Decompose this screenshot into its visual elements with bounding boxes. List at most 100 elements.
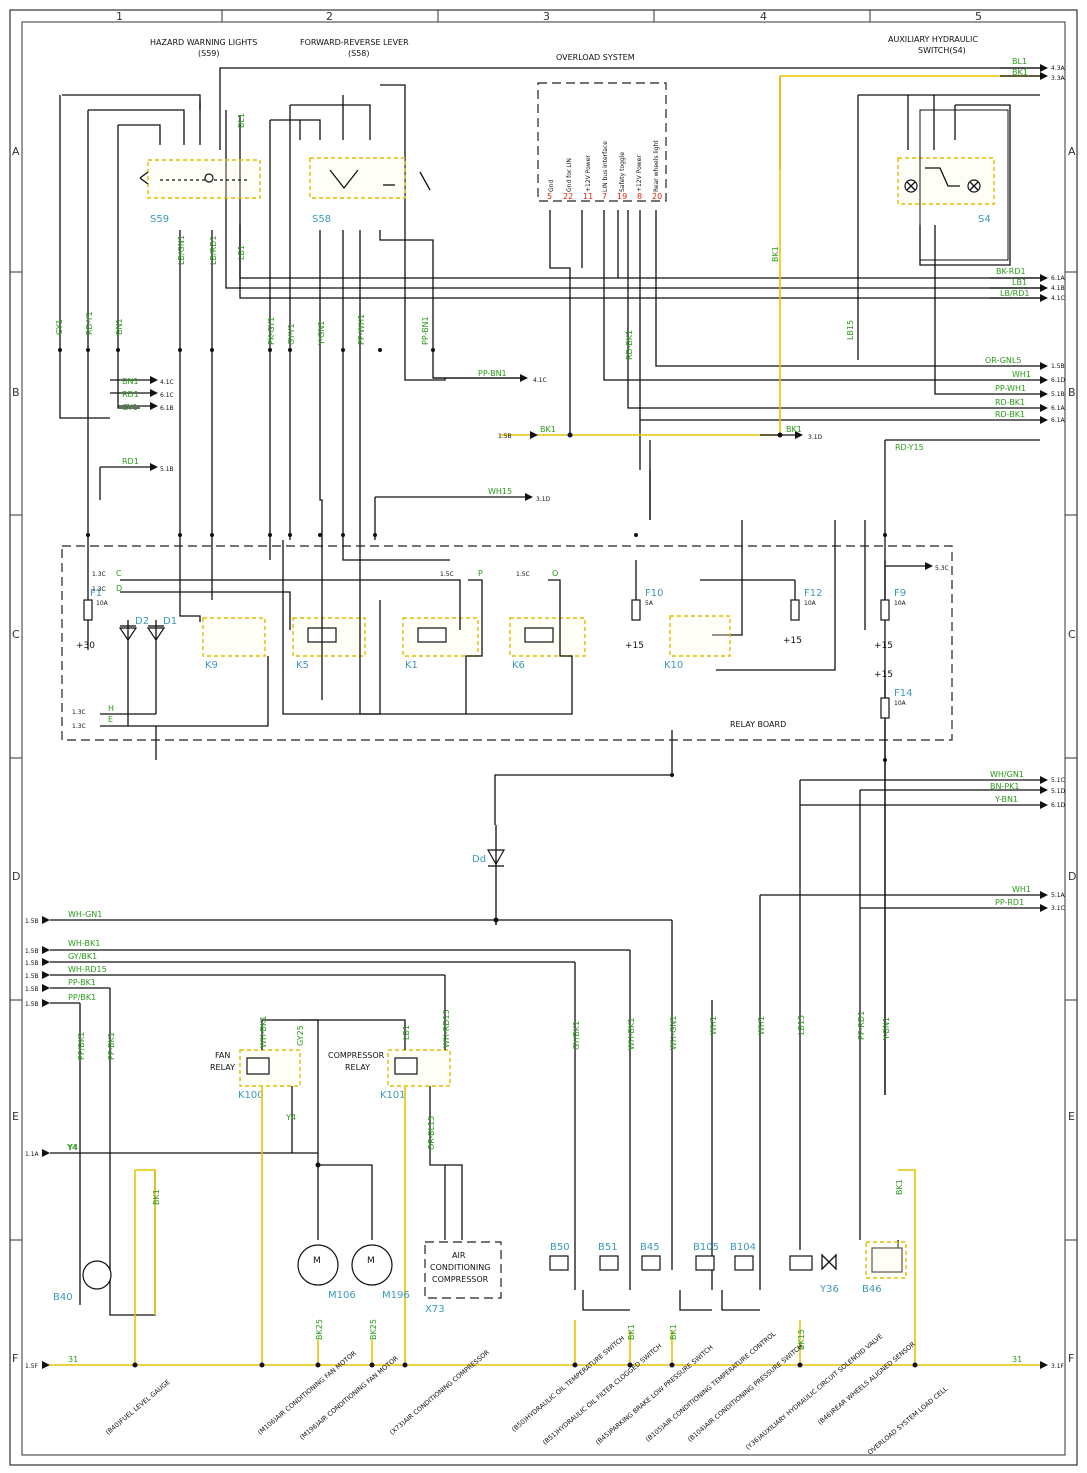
wire-wh-gn1: WH/GN1 <box>990 770 1024 779</box>
board-letter-d: D <box>116 584 122 593</box>
ref-b-5-1b: 5.1B <box>160 466 174 473</box>
grid-row-b: B <box>12 386 20 399</box>
grid-row-f: F <box>12 1352 18 1365</box>
supply-plus15-f10: +15 <box>625 641 644 651</box>
pin-num-4: 19 <box>617 192 627 201</box>
tag-lb1: LB1 <box>237 245 246 260</box>
diode-dd-label: Dd <box>472 854 486 865</box>
overload-box: Gnd Gnd for LIN +12V Power LIN bus inter… <box>537 82 667 202</box>
grid-col-5: 5 <box>975 10 982 23</box>
ref-b-pp-bn1: PP-BN1 <box>478 369 507 378</box>
motor-m196: M M196 <box>351 1244 410 1301</box>
supply-plus30: +30 <box>76 641 95 651</box>
diode-dd: Dd <box>472 825 506 925</box>
lower-wiring <box>79 780 899 1316</box>
tag-bk15: BK15 <box>797 1329 806 1350</box>
tag-bl1: BL1 <box>237 113 246 128</box>
wire-bn-pk1: BN-PK1 <box>990 782 1020 791</box>
left-wire-pp-bk1: PP-BK1 <box>68 978 96 987</box>
motor-m196-symbol: M <box>367 1256 375 1266</box>
ref-5-1b: 5.1B <box>1051 391 1065 398</box>
grid-row-b-right: B <box>1068 386 1076 399</box>
tag-y4: Y4 <box>285 1113 296 1122</box>
grid-col-1: 1 <box>116 10 123 23</box>
grid-labels: 1 2 3 4 5 A B C D E F A B C D E F <box>12 10 1076 1365</box>
ref-b-6-1b: 6.1B <box>160 405 174 412</box>
board-ref-0: 1.3C <box>92 571 106 578</box>
tag-bk1-top: BK1 <box>771 246 780 262</box>
fuse-f10 <box>631 599 641 621</box>
wire-bk1: BK1 <box>1012 68 1028 77</box>
tag-bk1-b46: BK1 <box>895 1179 904 1195</box>
relay-k10-label: K10 <box>664 660 683 671</box>
left-wire-pp-bk1-b: PP/BK1 <box>68 993 96 1002</box>
fuse-f10-label: F10 <box>645 588 663 599</box>
left-wire-gy-bk1: GY/BK1 <box>68 952 97 961</box>
left-wire-wh-gn1: WH-GN1 <box>68 910 102 919</box>
board-ref-1: 1.3C <box>92 586 106 593</box>
left-ref-0: 1.5B <box>25 918 39 925</box>
grid-row-d-right: D <box>1068 870 1076 883</box>
wire-rd-bk1-b: RD-BK1 <box>995 410 1025 419</box>
tag-pp-wh1: PP-WH1 <box>357 314 366 345</box>
s58-label: S58 <box>312 214 331 225</box>
s59-frame <box>147 159 261 199</box>
tag-pp-bn1: PP-BN1 <box>421 316 430 345</box>
fuse-f10-rating: 5A <box>645 600 654 607</box>
relay-board-label: RELAY BOARD <box>730 720 786 729</box>
s4-label: S4 <box>978 214 991 225</box>
tag-rd-y15: RD-Y15 <box>895 443 924 452</box>
sensor-b104-label: B104 <box>730 1242 756 1253</box>
pin-label-lin-bus: LIN bus interface <box>602 141 609 192</box>
pin-num-2: 11 <box>583 192 593 201</box>
caption-b40: (B40)FUEL LEVEL GAUGE <box>104 1378 172 1436</box>
ref-5-1a: 5.1A <box>1051 892 1066 899</box>
board-ref-2: 1.3C <box>72 709 86 716</box>
ref-3-1f: 3.1F <box>1051 1363 1065 1370</box>
left-bus: WH-GN1 1.5B WH-BK1 1.5B GY/BK1 1.5B WH-R… <box>25 910 673 1370</box>
tag-pk-gy1: PK-GY1 <box>267 317 276 345</box>
ref-1-5b: 1.5B <box>1051 363 1065 370</box>
board-letter-e: E <box>108 715 113 724</box>
relay-k100-label: K100 <box>238 1090 264 1101</box>
wire-31-right: 31 <box>1012 1355 1022 1364</box>
ref-b-bk1: BK1 <box>786 425 802 434</box>
tag-bk1-b45: BK1 <box>669 1324 678 1340</box>
grid-row-e: E <box>12 1110 19 1123</box>
overload-title: OVERLOAD SYSTEM <box>556 53 635 62</box>
tag-lb15-lower: LB15 <box>797 1015 806 1035</box>
grid-col-2: 2 <box>326 10 333 23</box>
sensor-row: B50 B51 B45 B105 B104 Y36 B46 B40 <box>53 1241 907 1303</box>
ref-4-1c: 4.1C <box>1051 295 1065 302</box>
fuse-f12 <box>790 599 800 621</box>
tag-bk25-b: BK25 <box>369 1319 378 1340</box>
motor-m106-label: M106 <box>328 1290 356 1301</box>
lower-wire-tags: WH-BK1 GY25 LB1 WH-RD15 Y4 Y4 BK25 BK25 … <box>66 1009 904 1350</box>
tag-rd-bk1: RD-BK1 <box>625 330 634 360</box>
grid-row-a: A <box>12 145 20 158</box>
switch-s58: S58 <box>309 157 431 225</box>
wire-or-gnl5: OR-GNL5 <box>985 356 1021 365</box>
tag-gy1: GY1 <box>55 319 64 335</box>
board-wiring <box>87 500 925 1095</box>
sensor-b45-label: B45 <box>640 1242 660 1253</box>
fan-relay-label-1: FAN <box>215 1051 230 1060</box>
tag-bk1-b51: BK1 <box>627 1324 636 1340</box>
grid-row-a-right: A <box>1068 145 1076 158</box>
ac-box-line2: CONDITIONING <box>430 1263 490 1272</box>
board-refs: 1.3C 1.3C 1.3C 1.3C 1.5C 1.5C C D H E P … <box>72 569 558 730</box>
fuel-gauge-b40 <box>82 1260 112 1290</box>
auxiliary-subtitle: SWITCH(S4) <box>918 46 966 55</box>
diode-d2-label: D2 <box>135 616 149 627</box>
ref-b-wh15: WH15 <box>488 487 512 496</box>
tag-wh-bk1-fan: WH-BK1 <box>259 1016 268 1048</box>
wire-rd-bk1-a: RD-BK1 <box>995 398 1025 407</box>
ac-compressor: AIR CONDITIONING COMPRESSOR X73 <box>424 1241 502 1315</box>
right-refs: BL1 4.3A BK1 3.3A BK-RD1 6.1A LB1 4.1B L… <box>760 57 1066 1370</box>
grid-col-4: 4 <box>760 10 767 23</box>
pin-num-1: 22 <box>563 192 573 201</box>
grid-row-c-right: C <box>1068 628 1076 641</box>
sheet-frame <box>9 9 1078 1466</box>
compressor-relay-label-1: COMPRESSOR <box>328 1051 385 1060</box>
